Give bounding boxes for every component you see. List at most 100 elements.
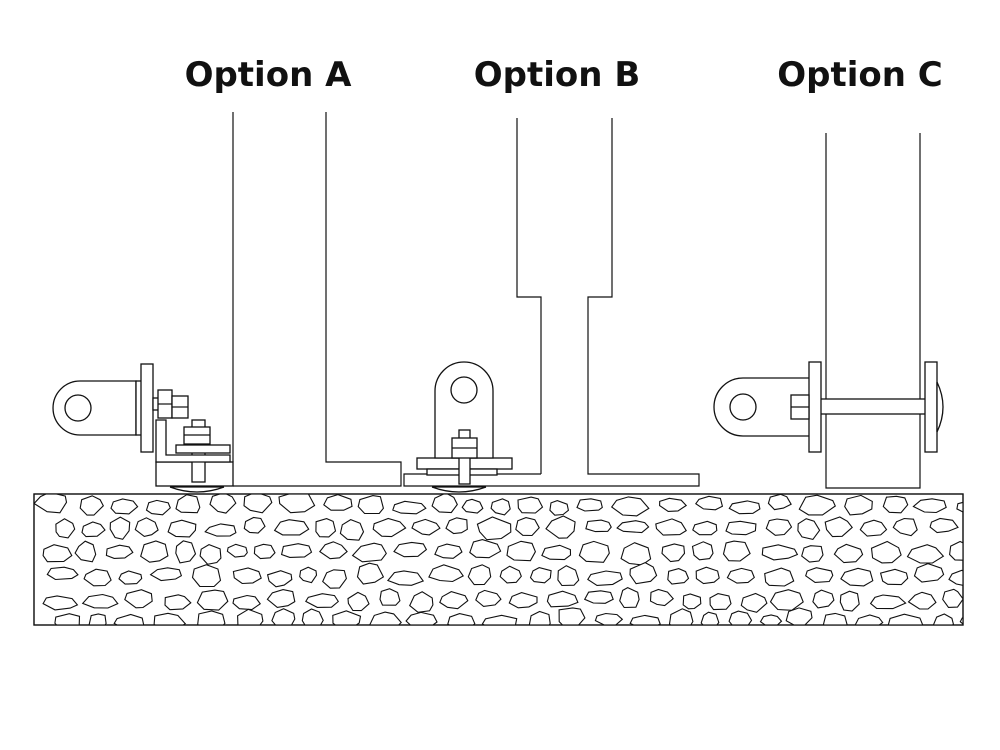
slab-stone — [209, 494, 237, 514]
option-a-post — [232, 112, 402, 487]
slab-stone — [545, 515, 576, 539]
option-a-assembly — [52, 112, 402, 493]
slab-stone — [323, 494, 353, 511]
slab-stone — [196, 589, 229, 611]
slab-stone — [546, 590, 579, 608]
slab-stone — [695, 495, 724, 511]
slab-stone — [801, 545, 824, 563]
slab-stone — [447, 613, 476, 625]
slab-stone — [266, 570, 293, 588]
slab-stone — [237, 608, 264, 625]
slab-stone — [822, 612, 848, 625]
slab-stone — [88, 613, 107, 625]
slab-stone — [369, 611, 402, 625]
slab-stone — [576, 498, 603, 512]
slab-stone — [124, 589, 153, 609]
slab-stone — [659, 497, 688, 512]
slab-stone — [797, 518, 821, 541]
slab-stone — [948, 569, 963, 586]
slab-stone — [906, 544, 945, 564]
slab-stone — [243, 516, 266, 534]
slab-stone — [725, 520, 757, 536]
slab-stone — [700, 611, 720, 625]
slab-stone — [339, 518, 365, 541]
option-a-angle-bracket — [155, 419, 231, 463]
slab-stone — [232, 567, 262, 585]
slab-stone — [273, 519, 310, 536]
slab-stone — [959, 616, 963, 625]
slab-stone — [332, 610, 362, 625]
slab-stone — [629, 614, 661, 625]
slab-stone — [709, 593, 732, 611]
option-c-cap — [936, 381, 944, 433]
slab-stone — [629, 561, 658, 585]
slab-stone — [619, 586, 640, 609]
slab-stone — [149, 567, 183, 582]
slab-stone — [529, 567, 552, 584]
slab-stone — [305, 593, 340, 608]
slab-stone — [805, 567, 834, 583]
slab-stone — [79, 495, 104, 516]
slab-stone — [109, 516, 131, 540]
slab-stone — [844, 494, 873, 516]
slab-stone — [616, 520, 650, 534]
slab-stone — [191, 564, 222, 588]
slab-stone — [81, 521, 106, 538]
slab-stone — [393, 541, 428, 558]
slab-stone — [490, 498, 511, 516]
slab-stone — [912, 498, 947, 514]
slab-stone — [81, 593, 119, 609]
slab-stone — [271, 608, 296, 625]
slab-stone — [266, 589, 296, 608]
slab-stone — [506, 540, 537, 562]
slab-stone — [243, 494, 273, 514]
option-b-eye-hole — [450, 376, 478, 404]
slab-stone — [668, 608, 694, 625]
slab-stone — [839, 590, 860, 612]
slab-stone — [434, 543, 463, 559]
slab-stone — [549, 500, 570, 516]
option-a-anchor-washer — [169, 486, 225, 493]
slab-stone — [46, 566, 79, 581]
option-c-inner-flange — [808, 361, 822, 453]
slab-stone — [761, 544, 799, 561]
option-a-eye-hole — [64, 394, 92, 422]
slab-stone — [869, 594, 907, 610]
slab-stone — [499, 565, 522, 584]
slab-stone — [769, 589, 804, 611]
slab-stone — [134, 517, 159, 537]
slab-stone — [204, 523, 237, 537]
slab-stone — [767, 494, 792, 511]
slab-stone — [54, 613, 81, 625]
slab-stone — [405, 611, 438, 625]
slab-stone — [461, 498, 484, 514]
slab-stone — [517, 496, 544, 514]
slab-stone — [481, 614, 518, 625]
slab-stone — [528, 610, 551, 625]
slab-stone — [280, 543, 313, 558]
slab-stone — [347, 591, 370, 612]
slab-stone — [956, 501, 963, 513]
slab-stone — [431, 494, 458, 514]
slab-stone — [667, 568, 690, 585]
option-c-eye-hole — [729, 393, 757, 421]
slab-stone — [882, 495, 909, 514]
option-b-anchor-washer — [431, 486, 487, 493]
slab-stone — [764, 567, 795, 587]
option-a-label: Option A — [184, 55, 352, 95]
option-a-flange — [140, 363, 154, 453]
slab-stone — [610, 496, 650, 517]
slab-stone — [439, 591, 469, 610]
slab-stone — [541, 544, 572, 561]
slab-stone — [299, 566, 318, 584]
option-c-post — [825, 133, 921, 489]
slab-stone — [386, 570, 425, 586]
slab-stone — [55, 518, 76, 539]
slab-stone — [74, 540, 97, 563]
slab-stone — [785, 607, 813, 625]
slab-stone — [887, 613, 924, 625]
slab-stone — [164, 594, 192, 611]
slab-stone — [428, 564, 465, 583]
option-b-assembly — [403, 118, 700, 493]
option-c-eye-plate — [713, 377, 811, 437]
